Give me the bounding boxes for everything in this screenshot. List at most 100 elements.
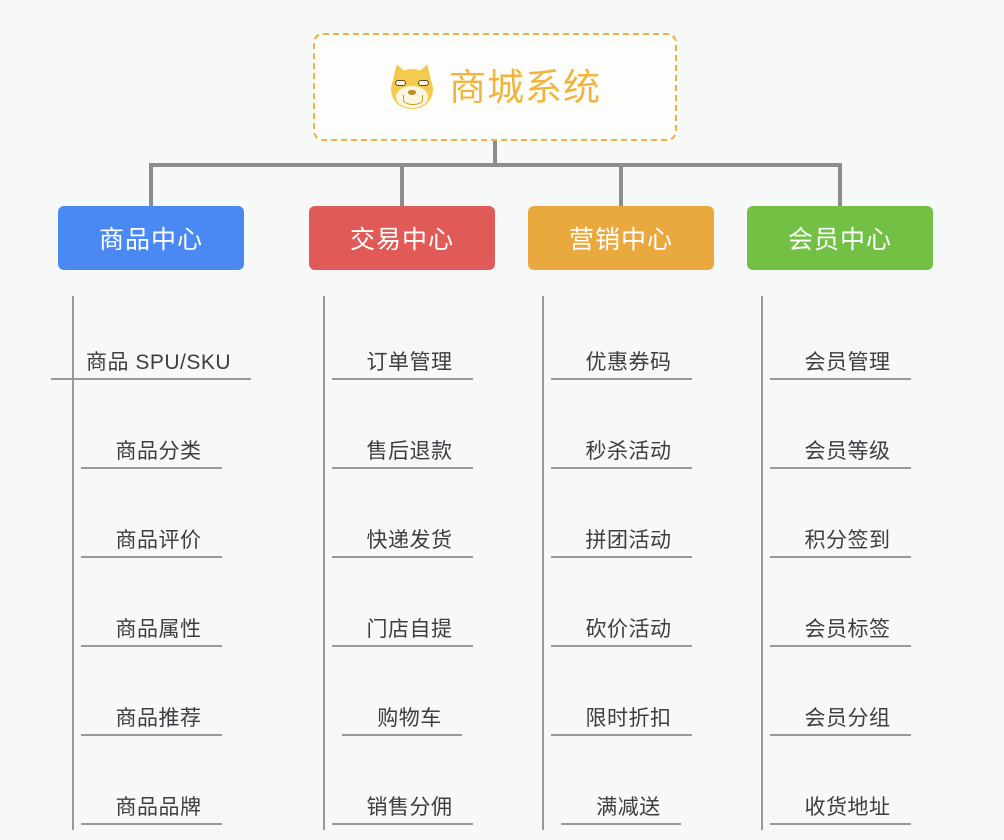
list-item-label: 门店自提: [366, 618, 453, 641]
list-item-underline: [80, 556, 222, 558]
list-item-label: 会员等级: [804, 440, 891, 463]
list-item[interactable]: 会员分组: [762, 652, 933, 741]
list-item-label: 优惠券码: [585, 351, 672, 374]
list-item-underline: [550, 467, 692, 469]
category-box-product-center[interactable]: 商品中心: [58, 206, 244, 270]
list-item[interactable]: 订单管理: [324, 296, 495, 385]
list-item-underline: [80, 734, 222, 736]
category-label: 会员中心: [787, 226, 892, 254]
category-label: 营销中心: [568, 226, 673, 254]
list-item[interactable]: 商品品牌: [73, 741, 244, 830]
list-item-label: 会员分组: [804, 707, 891, 730]
category-box-member-center[interactable]: 会员中心: [747, 206, 933, 270]
list-item-underline: [331, 556, 473, 558]
list-item-label: 销售分佣: [366, 796, 453, 819]
list-item[interactable]: 售后退款: [324, 385, 495, 474]
list-item-label: 拼团活动: [585, 529, 672, 552]
list-item-underline: [50, 378, 252, 380]
spine-line: [761, 296, 763, 830]
list-item-label: 满减送: [596, 796, 661, 819]
list-item-label: 积分签到: [804, 529, 891, 552]
column-marketing-center: 营销中心 优惠券码 秒杀活动 拼团活动: [528, 206, 714, 830]
column-product-center: 商品中心 商品 SPU/SKU 商品分类 商品评价: [50, 206, 252, 830]
leaf-list-trade-center: 订单管理 售后退款 快递发货 门店自提: [309, 296, 495, 830]
list-item[interactable]: 秒杀活动: [543, 385, 714, 474]
list-item[interactable]: 商品推荐: [73, 652, 244, 741]
list-item[interactable]: 满减送: [543, 741, 714, 830]
connector-drop-1: [149, 163, 153, 208]
list-item-underline: [769, 823, 911, 825]
connector-drop-2: [400, 163, 404, 208]
list-item[interactable]: 砍价活动: [543, 563, 714, 652]
list-item[interactable]: 门店自提: [324, 563, 495, 652]
category-box-marketing-center[interactable]: 营销中心: [528, 206, 714, 270]
list-item-label: 商品品牌: [115, 796, 202, 819]
list-item-label: 限时折扣: [585, 707, 672, 730]
list-item-underline: [80, 467, 222, 469]
list-item[interactable]: 拼团活动: [543, 474, 714, 563]
column-member-center: 会员中心 会员管理 会员等级 积分签到: [747, 206, 933, 830]
list-item-underline: [561, 823, 681, 825]
list-item[interactable]: 商品 SPU/SKU: [50, 296, 252, 385]
connector-drop-4: [838, 163, 842, 208]
list-item-underline: [80, 823, 222, 825]
list-item-underline: [331, 467, 473, 469]
list-item-underline: [550, 645, 692, 647]
spine-line: [323, 296, 325, 830]
list-item[interactable]: 快递发货: [324, 474, 495, 563]
connector-drop-3: [619, 163, 623, 208]
category-label: 交易中心: [349, 226, 454, 254]
list-item-label: 会员管理: [804, 351, 891, 374]
list-item-label: 商品属性: [115, 618, 202, 641]
list-item[interactable]: 限时折扣: [543, 652, 714, 741]
list-item-underline: [769, 378, 911, 380]
list-item[interactable]: 优惠券码: [543, 296, 714, 385]
list-item-underline: [550, 556, 692, 558]
list-item[interactable]: 收货地址: [762, 741, 933, 830]
list-item[interactable]: 销售分佣: [324, 741, 495, 830]
root-title: 商城系统: [449, 66, 601, 108]
list-item[interactable]: 会员等级: [762, 385, 933, 474]
leaf-list-marketing-center: 优惠券码 秒杀活动 拼团活动 砍价活动: [528, 296, 714, 830]
list-item-underline: [331, 378, 473, 380]
list-item-underline: [80, 645, 222, 647]
column-trade-center: 交易中心 订单管理 售后退款 快递发货: [309, 206, 495, 830]
list-item[interactable]: 购物车: [324, 652, 495, 741]
list-item-underline: [550, 378, 692, 380]
list-item-label: 砍价活动: [585, 618, 672, 641]
list-item-label: 购物车: [377, 707, 442, 730]
list-item[interactable]: 积分签到: [762, 474, 933, 563]
root-node[interactable]: 商城系统: [313, 33, 677, 141]
list-item[interactable]: 商品分类: [73, 385, 244, 474]
connector-root-stem: [493, 141, 497, 165]
list-item[interactable]: 会员标签: [762, 563, 933, 652]
list-item-label: 商品推荐: [115, 707, 202, 730]
list-item-underline: [769, 734, 911, 736]
list-item-underline: [331, 645, 473, 647]
category-label: 商品中心: [98, 226, 203, 254]
list-item-underline: [769, 645, 911, 647]
list-item-underline: [342, 734, 462, 736]
list-item[interactable]: 商品评价: [73, 474, 244, 563]
list-item-label: 秒杀活动: [585, 440, 672, 463]
connector-horizontal-bus: [149, 163, 842, 167]
list-item[interactable]: 会员管理: [762, 296, 933, 385]
list-item-underline: [331, 823, 473, 825]
list-item-label: 快递发货: [366, 529, 453, 552]
category-box-trade-center[interactable]: 交易中心: [309, 206, 495, 270]
list-item-label: 收货地址: [804, 796, 891, 819]
list-item-underline: [550, 734, 692, 736]
list-item-underline: [769, 467, 911, 469]
list-item-label: 商品 SPU/SKU: [85, 351, 232, 374]
list-item[interactable]: 商品属性: [73, 563, 244, 652]
list-item-label: 会员标签: [804, 618, 891, 641]
leaf-list-product-center: 商品 SPU/SKU 商品分类 商品评价 商品属性: [50, 296, 252, 830]
list-item-underline: [769, 556, 911, 558]
leaf-list-member-center: 会员管理 会员等级 积分签到 会员标签: [747, 296, 933, 830]
list-item-label: 商品分类: [115, 440, 202, 463]
spine-line: [72, 296, 74, 830]
list-item-label: 订单管理: [366, 351, 453, 374]
list-item-label: 商品评价: [115, 529, 202, 552]
spine-line: [542, 296, 544, 830]
